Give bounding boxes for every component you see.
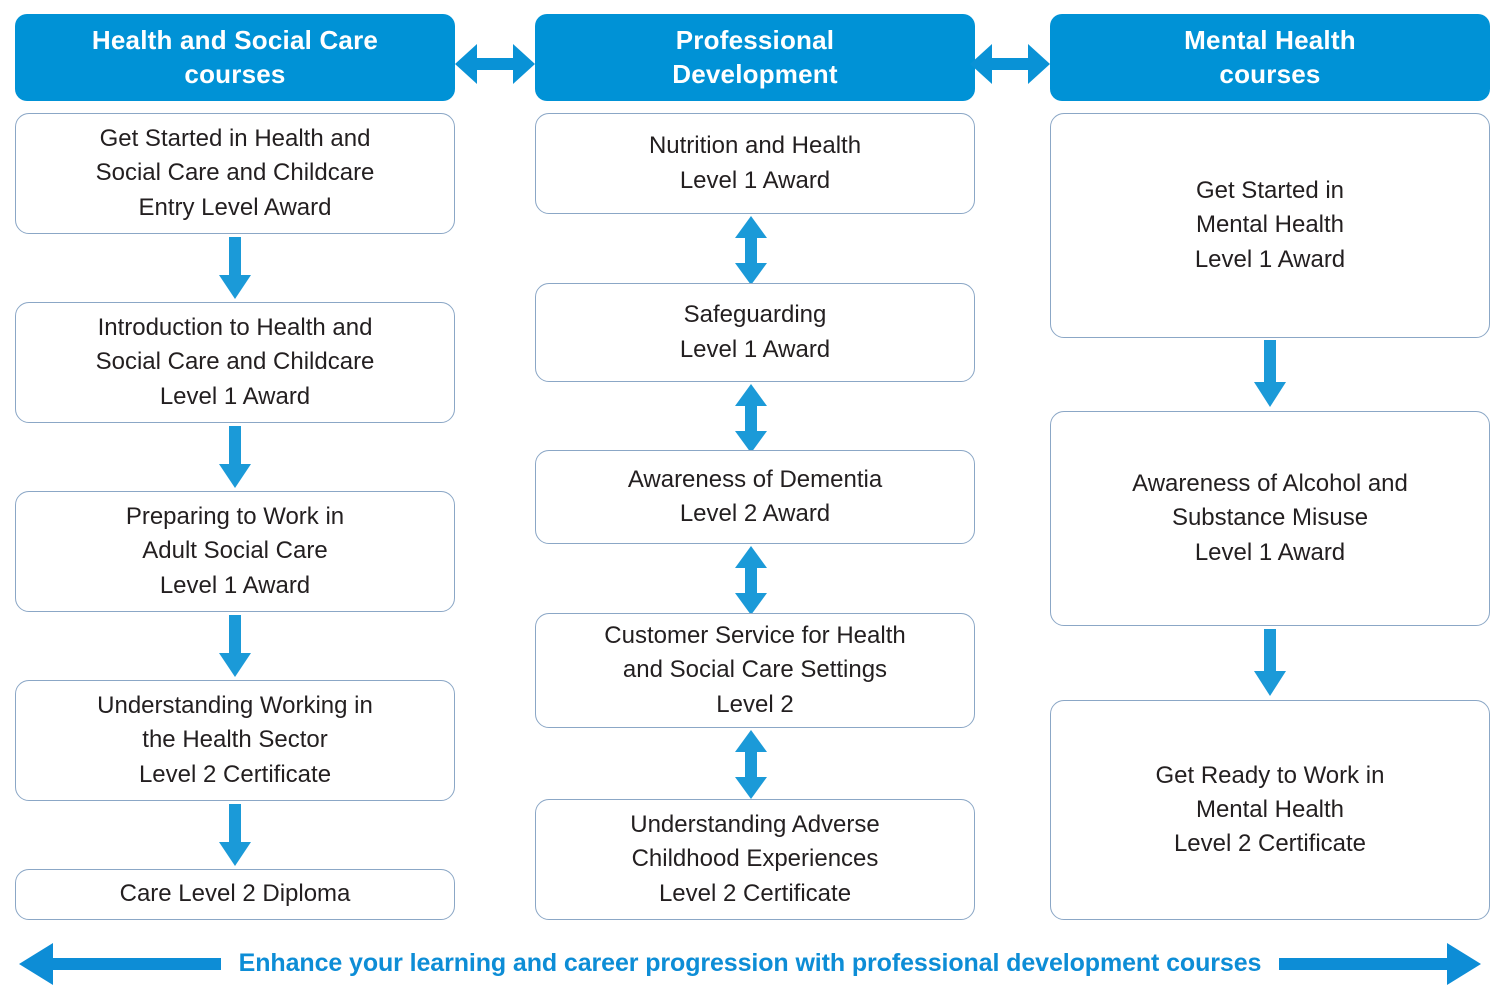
banner-text: Enhance your learning and career progres… <box>238 949 1262 977</box>
arrow-down-icon <box>218 615 252 678</box>
course-box-awareness-of-dementia[interactable]: Awareness of Dementia Level 2 Award <box>535 450 975 544</box>
column-header-label: Mental Health courses <box>1184 25 1356 89</box>
column-header-label: Health and Social Care courses <box>91 25 379 89</box>
course-box-understanding-adverse-childhood-experiences[interactable]: Understanding Adverse Childhood Experien… <box>535 799 975 920</box>
arrow-up-down-icon <box>734 216 768 285</box>
arrow-left-right-icon <box>455 41 535 87</box>
course-box-nutrition-and-health[interactable]: Nutrition and Health Level 1 Award <box>535 113 975 214</box>
course-box-label: Get Ready to Work in Mental Health Level… <box>1155 761 1385 858</box>
course-box-label: Introduction to Health and Social Care a… <box>95 314 375 410</box>
course-box-label: Awareness of Alcohol and Substance Misus… <box>1132 470 1408 566</box>
course-box-label: Customer Service for Health and Social C… <box>604 622 906 718</box>
bottom-banner: Enhance your learning and career progres… <box>0 934 1500 993</box>
column-mental-health: Mental Health courses <box>1050 14 1490 101</box>
course-box-get-ready-to-work-mental-health[interactable]: Get Ready to Work in Mental Health Level… <box>1050 700 1490 920</box>
course-box-label: Understanding Working in the Health Sect… <box>97 692 373 788</box>
arrow-up-down-icon <box>734 384 768 453</box>
course-box-label: Get Started in Mental Health Level 1 Awa… <box>1194 177 1346 273</box>
column-header-label: Professional Development <box>672 25 838 89</box>
column-header-professional-development: Professional Development <box>535 14 975 101</box>
arrow-left-icon <box>11 941 221 987</box>
course-box-understanding-working-health-sector[interactable]: Understanding Working in the Health Sect… <box>15 680 455 801</box>
column-professional-development: Professional Development <box>535 14 975 101</box>
course-box-get-started-health-social-care[interactable]: Get Started in Health and Social Care an… <box>15 113 455 234</box>
course-box-label: Understanding Adverse Childhood Experien… <box>630 811 880 907</box>
course-box-label: Safeguarding Level 1 Award <box>679 301 831 363</box>
course-box-awareness-alcohol-substance-misuse[interactable]: Awareness of Alcohol and Substance Misus… <box>1050 411 1490 626</box>
course-box-label: Awareness of Dementia Level 2 Award <box>627 465 883 527</box>
column-health-and-social-care: Health and Social Care courses <box>15 14 455 101</box>
course-box-safeguarding[interactable]: Safeguarding Level 1 Award <box>535 283 975 382</box>
course-box-introduction-health-social-care[interactable]: Introduction to Health and Social Care a… <box>15 302 455 423</box>
course-box-get-started-mental-health[interactable]: Get Started in Mental Health Level 1 Awa… <box>1050 113 1490 338</box>
course-box-label: Care Level 2 Diploma <box>119 880 351 908</box>
course-box-label: Get Started in Health and Social Care an… <box>95 125 375 221</box>
arrow-down-icon <box>1253 340 1287 408</box>
arrow-right-icon <box>1279 941 1489 987</box>
column-header-health-and-social-care: Health and Social Care courses <box>15 14 455 101</box>
arrow-left-right-icon <box>970 41 1050 87</box>
course-box-label: Nutrition and Health Level 1 Award <box>648 132 862 194</box>
arrow-up-down-icon <box>734 546 768 615</box>
course-box-care-level-2-diploma[interactable]: Care Level 2 Diploma <box>15 869 455 920</box>
course-box-label: Preparing to Work in Adult Social Care L… <box>125 503 345 599</box>
arrow-down-icon <box>218 237 252 300</box>
arrow-down-icon <box>218 426 252 489</box>
arrow-down-icon <box>1253 629 1287 697</box>
arrow-down-icon <box>218 804 252 867</box>
course-box-customer-service-health-social-care[interactable]: Customer Service for Health and Social C… <box>535 613 975 728</box>
course-box-preparing-to-work-adult-social-care[interactable]: Preparing to Work in Adult Social Care L… <box>15 491 455 612</box>
column-header-mental-health: Mental Health courses <box>1050 14 1490 101</box>
arrow-up-down-icon <box>734 730 768 799</box>
